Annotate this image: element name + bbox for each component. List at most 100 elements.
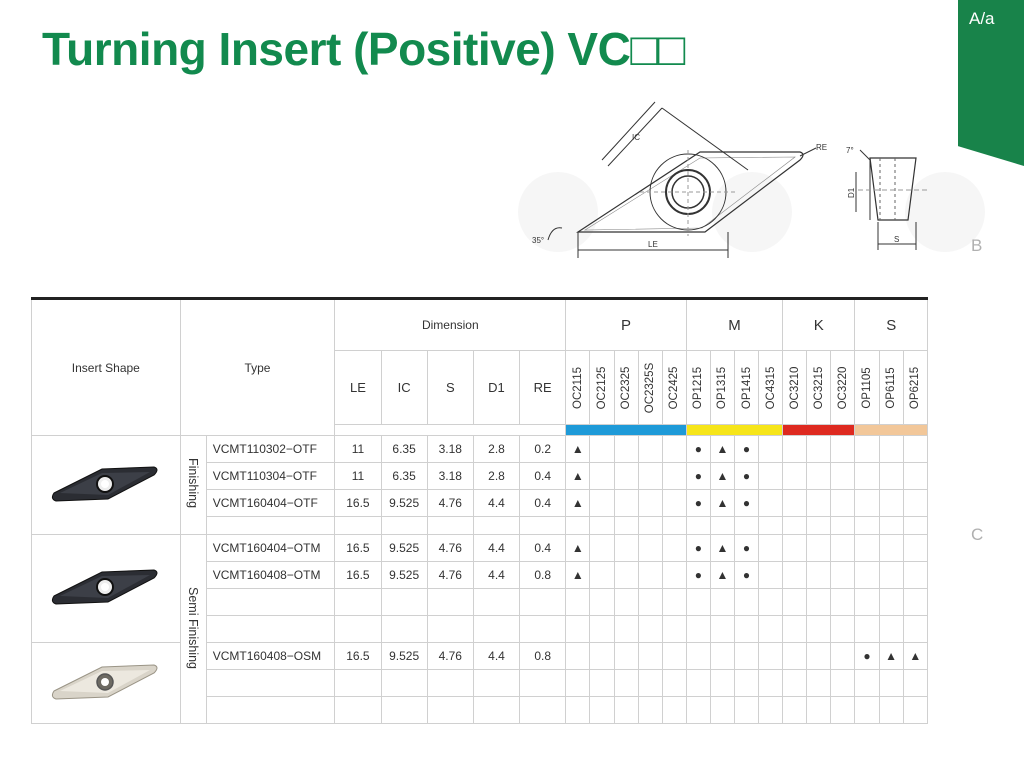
spec-table: Insert Shape Type Dimension P M K S LE I…: [31, 297, 929, 724]
grade-mark: [806, 462, 832, 490]
grade-mark: [613, 615, 639, 643]
grade-mark: [806, 696, 832, 724]
grade-mark: [806, 435, 832, 463]
dim-cell: 9.525: [380, 489, 428, 517]
grade-header: OP1215: [685, 350, 711, 425]
insert-image: [31, 642, 181, 724]
grade-mark: ●: [685, 561, 711, 589]
grade-header: OP1315: [709, 350, 735, 425]
header-type: Type: [179, 297, 336, 436]
grade-mark: [806, 642, 832, 670]
grade-mark: [565, 669, 591, 697]
dim-cell: 2.8: [472, 462, 521, 490]
category-finishing: Finishing: [179, 435, 207, 535]
grade-mark: [661, 588, 687, 616]
grade-mark: [661, 489, 687, 517]
grade-mark: [709, 516, 735, 535]
grade-header: OC3215: [806, 350, 832, 425]
grade-mark: [613, 588, 639, 616]
grade-mark: [709, 615, 735, 643]
grade-mark: [782, 534, 808, 562]
grade-mark: [733, 696, 760, 724]
insert-diagram: IC RE LE 35° 7° D1 S: [532, 101, 930, 258]
grade-mark: ▲: [902, 642, 929, 670]
type-cell: VCMT160408−OSM: [205, 642, 336, 670]
grade-mark: [830, 561, 856, 589]
spacer-row: [32, 696, 929, 724]
grade-mark: [589, 615, 615, 643]
grade-mark: [661, 516, 687, 535]
label-s: S: [894, 235, 899, 244]
grade-mark: [782, 588, 808, 616]
dim-cell: 3.18: [426, 435, 474, 463]
dim-cell: 0.8: [519, 561, 567, 589]
grade-mark: [830, 669, 856, 697]
group-p: P: [565, 297, 687, 351]
dim-cell: [380, 669, 428, 697]
dim-le: LE: [334, 350, 382, 425]
grade-mark: [589, 435, 615, 463]
grade-mark: [806, 561, 832, 589]
grade-mark: [637, 516, 663, 535]
grade-mark: [637, 435, 663, 463]
side-index-b[interactable]: B: [971, 236, 983, 255]
grade-mark: [878, 534, 904, 562]
grade-mark: ●: [733, 489, 760, 517]
grade-mark: [902, 669, 929, 697]
grade-mark: [613, 561, 639, 589]
color-bar-s: [854, 424, 928, 436]
dim-cell: 6.35: [380, 435, 428, 463]
dim-cell: 4.76: [426, 642, 474, 670]
group-s: S: [854, 297, 928, 351]
grade-mark: [854, 588, 880, 616]
grade-mark: ▲: [565, 462, 591, 490]
grade-mark: [685, 516, 711, 535]
section-tab[interactable]: A/a: [958, 0, 1024, 166]
grade-header: OP6115: [878, 350, 904, 425]
grade-header: OC2115: [565, 350, 591, 425]
side-index-c[interactable]: C: [971, 525, 984, 544]
grade-mark: [902, 462, 929, 490]
grade-header: OC2325S: [637, 350, 663, 425]
type-cell: VCMT160404−OTF: [205, 489, 336, 517]
grade-mark: [854, 489, 880, 517]
grade-header: OP1105: [854, 350, 880, 425]
grade-mark: [661, 534, 687, 562]
grade-mark: [830, 696, 856, 724]
label-ic: IC: [632, 133, 640, 142]
dim-cell: [426, 588, 474, 616]
grade-mark: [878, 516, 904, 535]
label-relief: 7°: [846, 146, 854, 155]
grade-header: OC3220: [830, 350, 856, 425]
grade-mark: ●: [854, 642, 880, 670]
grade-mark: [854, 516, 880, 535]
grade-mark: [806, 615, 832, 643]
dim-cell: [334, 615, 382, 643]
label-re: RE: [816, 143, 827, 152]
grade-mark: [685, 642, 711, 670]
grade-mark: [589, 534, 615, 562]
grade-mark: [758, 534, 784, 562]
grade-mark: ▲: [709, 561, 735, 589]
group-k: K: [782, 297, 856, 351]
grade-mark: ▲: [565, 534, 591, 562]
grade-mark: [758, 516, 784, 535]
type-cell: [205, 669, 336, 697]
grade-mark: ●: [685, 489, 711, 517]
type-cell: VCMT160408−OTM: [205, 561, 336, 589]
grade-mark: [589, 489, 615, 517]
dim-cell: [380, 615, 428, 643]
grade-mark: [902, 561, 929, 589]
color-bar-k: [782, 424, 856, 436]
grade-mark: [661, 642, 687, 670]
grade-mark: [613, 696, 639, 724]
grade-mark: [661, 561, 687, 589]
grade-mark: ●: [685, 435, 711, 463]
grade-mark: [782, 669, 808, 697]
grade-mark: [758, 462, 784, 490]
grade-mark: [637, 669, 663, 697]
dim-cell: [426, 615, 474, 643]
grade-header: OC3210: [782, 350, 808, 425]
type-cell: VCMT110304−OTF: [205, 462, 336, 490]
